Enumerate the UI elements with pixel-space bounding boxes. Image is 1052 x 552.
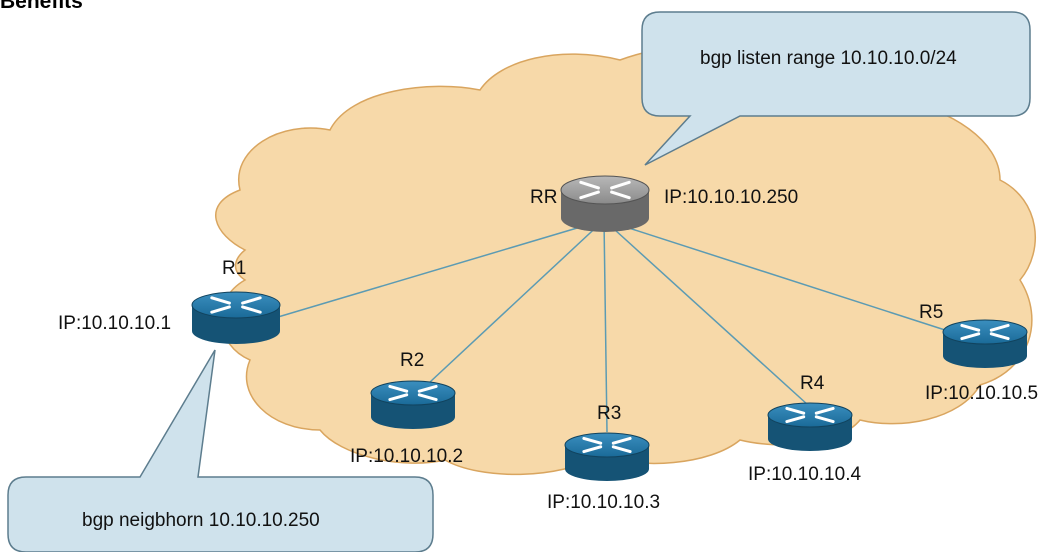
diagram-heading: Benefits xyxy=(0,0,83,13)
router-r2-ip: IP:10.10.10.2 xyxy=(350,446,464,467)
router-rr-name: RR xyxy=(530,187,558,208)
router-r4-name: R4 xyxy=(800,373,825,394)
router-r1-icon xyxy=(191,291,281,344)
router-rr-icon xyxy=(560,175,650,232)
router-r3-icon xyxy=(564,432,650,481)
link-rr-r4 xyxy=(603,219,809,406)
link-rr-r3 xyxy=(603,219,608,433)
router-r4-icon xyxy=(767,402,853,451)
router-r1-name: R1 xyxy=(222,258,247,279)
callout-r1-text: bgp neigbhorn 10.10.10.250 xyxy=(82,510,320,531)
router-r5-name: R5 xyxy=(919,302,944,323)
router-r2-name: R2 xyxy=(400,350,425,371)
callout-rr-text: bgp listen range 10.10.10.0/24 xyxy=(700,48,957,69)
router-r1-ip: IP:10.10.10.1 xyxy=(58,313,172,334)
router-r4-ip: IP:10.10.10.4 xyxy=(748,464,862,485)
link-rr-r2 xyxy=(429,219,605,383)
router-rr-ip: IP:10.10.10.250 xyxy=(664,187,799,208)
router-r5-icon xyxy=(942,319,1028,368)
link-rr-r1 xyxy=(277,219,605,318)
links xyxy=(277,219,946,433)
network-cloud xyxy=(215,46,1037,476)
callout-rr xyxy=(641,11,1031,166)
link-rr-r5 xyxy=(603,219,946,331)
router-r3-ip: IP:10.10.10.3 xyxy=(547,492,661,513)
router-r2-icon xyxy=(370,380,456,429)
router-r5-ip: IP:10.10.10.5 xyxy=(925,383,1039,404)
router-r3-name: R3 xyxy=(597,403,622,424)
